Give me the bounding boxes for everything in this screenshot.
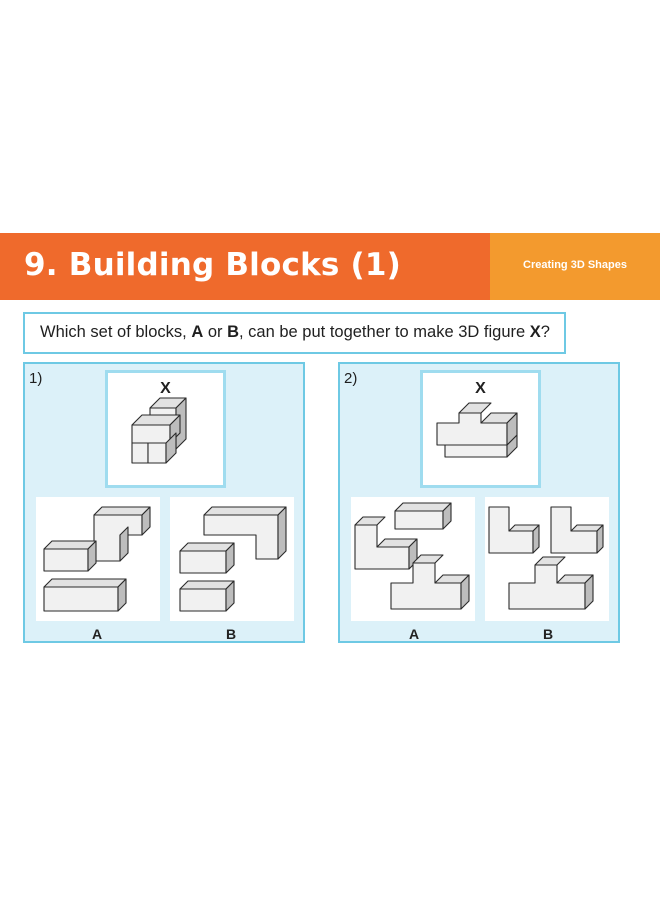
- option-b-box[interactable]: [170, 497, 294, 621]
- option-b-label: B: [226, 626, 237, 642]
- option-a-blocks: [354, 502, 470, 610]
- puzzle-number: 1): [29, 370, 43, 387]
- option-b-blocks: [488, 506, 604, 610]
- option-a-blocks: [43, 506, 151, 612]
- option-b-box[interactable]: [485, 497, 609, 621]
- question-figure-x: X: [529, 323, 541, 341]
- question-text-or: or: [203, 323, 228, 341]
- puzzle-panel-1: 1) X: [23, 362, 305, 643]
- target-figure-box: X: [420, 370, 541, 488]
- target-figure-drawing: [436, 402, 518, 458]
- puzzle-number: 2): [344, 370, 358, 387]
- page-header: 9. Building Blocks (1) Creating 3D Shape…: [0, 233, 660, 300]
- question-text-mid: , can be put together to make 3D figure: [239, 323, 530, 341]
- page-title: 9. Building Blocks (1): [24, 247, 402, 283]
- option-a-label: A: [409, 626, 420, 642]
- question-box: Which set of blocks, A or B, can be put …: [23, 312, 566, 354]
- target-label: X: [475, 380, 486, 397]
- option-a-label: A: [92, 626, 103, 642]
- section-subtitle: Creating 3D Shapes: [523, 259, 627, 271]
- question-text-start: Which set of blocks,: [40, 323, 192, 341]
- target-label: X: [160, 380, 171, 397]
- question-option-a: A: [191, 323, 204, 341]
- option-b-label: B: [543, 626, 554, 642]
- header-section-tag: Creating 3D Shapes: [490, 233, 660, 300]
- option-a-box[interactable]: [351, 497, 475, 621]
- header-title-bar: 9. Building Blocks (1): [0, 233, 490, 300]
- question-text-end: ?: [540, 323, 550, 341]
- target-figure-drawing: [131, 397, 187, 464]
- question-option-b: B: [227, 323, 239, 341]
- target-figure-box: X: [105, 370, 226, 488]
- puzzle-panel-2: 2) X A: [338, 362, 620, 643]
- option-b-blocks: [179, 506, 287, 612]
- option-a-box[interactable]: [36, 497, 160, 621]
